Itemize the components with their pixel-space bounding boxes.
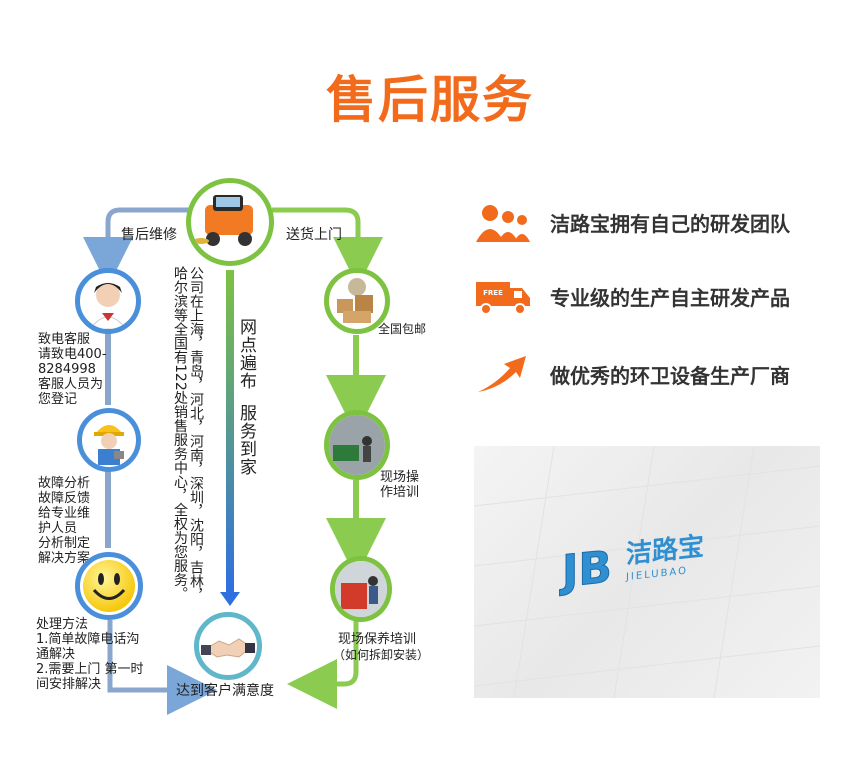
free-shipping-truck-icon: FREE [476, 282, 530, 315]
step-maint-sub: （如何拆卸安装） [333, 648, 430, 662]
right-branch-label: 送货上门 [286, 227, 342, 243]
step-ship-text: 全国包邮 [378, 322, 427, 336]
arrow-up-icon [478, 356, 526, 392]
feature-production: FREE 专业级的生产自主研发产品 [476, 276, 790, 316]
step-maint-text: 现场保养培训 [338, 632, 417, 647]
handshake-image [194, 612, 262, 680]
feature-production-text: 专业级的生产自主研发产品 [550, 285, 790, 310]
svg-text:JB: JB [559, 542, 612, 598]
repairman-image [77, 408, 141, 472]
step-fault-text: 故障分析 故障反馈 给专业维 护人员 分析制定 解决方案 [38, 476, 91, 566]
step-train-text: 现场操 作培训 [380, 470, 420, 500]
customer-service-image [75, 268, 141, 334]
page-title: 售后服务 [326, 71, 534, 129]
feature-manufacturer-text: 做优秀的环卫设备生产厂商 [550, 363, 790, 388]
center-slogan-1: 网点遍布 [236, 318, 256, 390]
bottom-text: 达到客户满意度 [176, 683, 274, 699]
maintenance-training-image [330, 556, 392, 622]
svg-text:FREE: FREE [483, 289, 503, 297]
feature-team-text: 洁路宝拥有自己的研发团队 [550, 211, 790, 236]
svg-text:洁路宝: 洁路宝 [626, 531, 704, 570]
team-icon [476, 205, 530, 242]
sweeper-image [186, 178, 274, 266]
step-handle-text: 处理方法 1.简单故障电话沟 通解决 2.需要上门 第一时 间安排解决 [36, 617, 144, 692]
left-branch-label: 售后维修 [121, 227, 177, 243]
brand-logo: JB 洁路宝 JIELUBAO [474, 446, 820, 698]
feature-manufacturer: 做优秀的环卫设备生产厂商 [476, 354, 790, 394]
center-vertical-text: 公司在上海，青岛，河北，河南，深圳，沈阳，吉林，哈尔滨等全国有122处销售服务中… [172, 266, 204, 602]
shipping-boxes-image [324, 268, 390, 334]
center-slogan-2: 服务到家 [236, 404, 256, 476]
smiley-image [75, 552, 143, 620]
step-call-text: 致电客服 请致电400- 8284998 客服人员为 您登记 [38, 332, 107, 407]
onsite-training-image [324, 410, 390, 480]
feature-team: 洁路宝拥有自己的研发团队 [476, 202, 790, 242]
brand-wall-image: JB 洁路宝 JIELUBAO [474, 446, 820, 698]
